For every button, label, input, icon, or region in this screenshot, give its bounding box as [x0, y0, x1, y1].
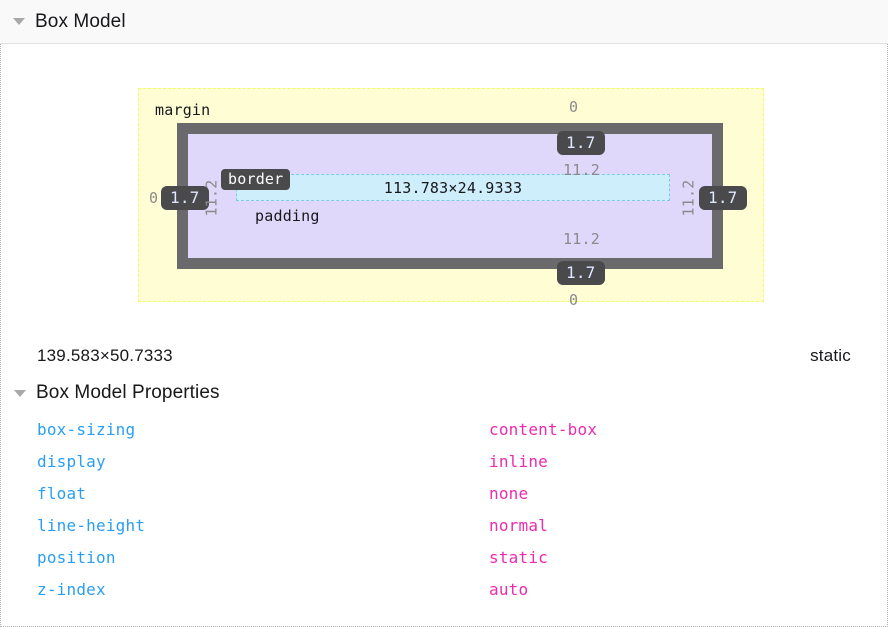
padding-region-label: padding — [255, 207, 320, 225]
page-title: Box Model — [35, 10, 126, 32]
total-size-label: 139.583×50.7333 — [37, 346, 173, 365]
triangle-down-icon[interactable] — [14, 389, 26, 397]
property-name[interactable]: box-sizing — [37, 419, 136, 439]
border-left-value[interactable]: 1.7 — [161, 186, 209, 210]
position-label: static — [810, 346, 851, 365]
property-name[interactable]: float — [37, 483, 87, 503]
property-name[interactable]: z-index — [37, 579, 106, 599]
margin-top-value[interactable]: 0 — [569, 98, 579, 116]
padding-box[interactable]: padding 113.783×24.9333 — [188, 134, 712, 258]
table-row[interactable]: line-height normal — [1, 509, 887, 541]
border-right-value[interactable]: 1.7 — [699, 186, 747, 210]
box-model-properties-header[interactable]: Box Model Properties — [1, 378, 887, 408]
content-box[interactable]: 113.783×24.9333 — [236, 174, 670, 201]
border-bottom-value[interactable]: 1.7 — [557, 261, 605, 285]
table-row[interactable]: box-sizing content-box — [1, 413, 887, 445]
box-model-properties-list: box-sizing content-box display inline fl… — [1, 408, 887, 605]
property-value[interactable]: none — [489, 483, 529, 503]
table-row[interactable]: z-index auto — [1, 573, 887, 605]
table-row[interactable]: position static — [1, 541, 887, 573]
margin-bottom-value[interactable]: 0 — [569, 291, 579, 309]
padding-bottom-value[interactable]: 11.2 — [563, 230, 600, 248]
property-value[interactable]: normal — [489, 515, 548, 535]
content-size-label: 113.783×24.9333 — [383, 178, 523, 197]
property-value[interactable]: static — [489, 547, 548, 567]
padding-right-value[interactable]: 11.2 — [679, 179, 698, 217]
table-row[interactable]: display inline — [1, 445, 887, 477]
property-value[interactable]: inline — [489, 451, 548, 471]
margin-left-value[interactable]: 0 — [149, 189, 159, 207]
border-box[interactable]: border padding 113.783×24.9333 — [177, 123, 723, 269]
box-model-body: margin 0 0 0 0 1.7 1.7 1.7 1.7 11.2 11.2… — [0, 44, 888, 627]
property-name[interactable]: display — [37, 451, 106, 471]
table-row[interactable]: float none — [1, 477, 887, 509]
box-model-diagram: margin 0 0 0 0 1.7 1.7 1.7 1.7 11.2 11.2… — [1, 44, 887, 334]
dimension-summary-row: 139.583×50.7333 static — [1, 334, 887, 378]
border-region-label: border — [221, 169, 291, 190]
margin-box[interactable]: margin 0 0 0 0 1.7 1.7 1.7 1.7 11.2 11.2… — [138, 88, 764, 309]
property-value[interactable]: content-box — [489, 419, 598, 439]
margin-region-label: margin — [155, 101, 211, 119]
box-model-properties-title: Box Model Properties — [36, 382, 220, 403]
box-model-panel-header[interactable]: Box Model — [0, 0, 888, 44]
property-name[interactable]: position — [37, 547, 116, 567]
property-value[interactable]: auto — [489, 579, 529, 599]
property-name[interactable]: line-height — [37, 515, 146, 535]
padding-top-value[interactable]: 11.2 — [563, 161, 600, 179]
padding-left-value[interactable]: 11.2 — [202, 179, 221, 217]
border-top-value[interactable]: 1.7 — [557, 131, 605, 155]
triangle-down-icon[interactable] — [13, 18, 25, 25]
